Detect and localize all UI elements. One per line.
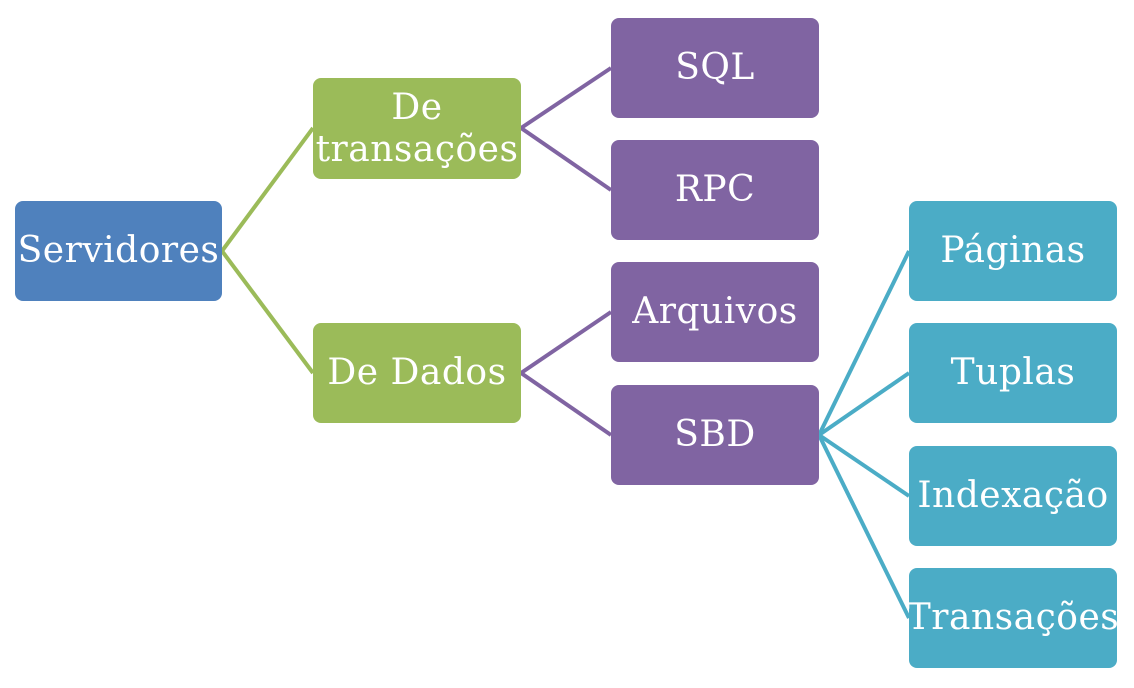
node-rpc-label: RPC	[674, 169, 756, 211]
node-de-transacoes-line1: De	[391, 87, 443, 129]
node-sbd: SBD	[611, 385, 819, 485]
node-servidores-label: Servidores	[17, 230, 220, 272]
node-de-transacoes: De transações	[313, 78, 521, 179]
node-de-dados-label: De Dados	[327, 352, 507, 394]
edge-servidores-dados	[220, 249, 315, 375]
node-indexacao-label: Indexação	[917, 475, 1109, 517]
node-tuplas: Tuplas	[909, 323, 1117, 423]
node-de-transacoes-line2: transações	[315, 128, 519, 170]
node-indexacao: Indexação	[909, 446, 1117, 546]
edge-sbd-tuplas	[817, 371, 911, 437]
node-sql: SQL	[611, 18, 819, 118]
node-arquivos-label: Arquivos	[632, 291, 798, 333]
edge-sbd-indexacao	[817, 433, 911, 498]
node-de-dados: De Dados	[313, 323, 521, 423]
node-servidores: Servidores	[15, 201, 222, 301]
edge-sbd-transacoes	[817, 434, 911, 619]
node-sql-label: SQL	[675, 47, 755, 89]
edge-dados-arquivos	[519, 310, 613, 375]
node-paginas-label: Páginas	[940, 230, 1086, 272]
edge-servidores-transacoes	[220, 126, 315, 253]
node-de-transacoes-text: De transações	[316, 87, 519, 170]
node-arquivos: Arquivos	[611, 262, 819, 362]
node-transacoes: Transações	[906, 568, 1120, 668]
edge-dados-sbd	[519, 371, 613, 437]
node-paginas: Páginas	[909, 201, 1117, 301]
node-sbd-label: SBD	[674, 414, 756, 456]
node-rpc: RPC	[611, 140, 819, 240]
edge-sbd-paginas	[817, 250, 911, 436]
node-transacoes-label: Transações	[906, 597, 1120, 639]
edge-transacoes-sql	[519, 66, 613, 130]
node-tuplas-label: Tuplas	[950, 352, 1076, 394]
edge-transacoes-rpc	[519, 126, 613, 192]
